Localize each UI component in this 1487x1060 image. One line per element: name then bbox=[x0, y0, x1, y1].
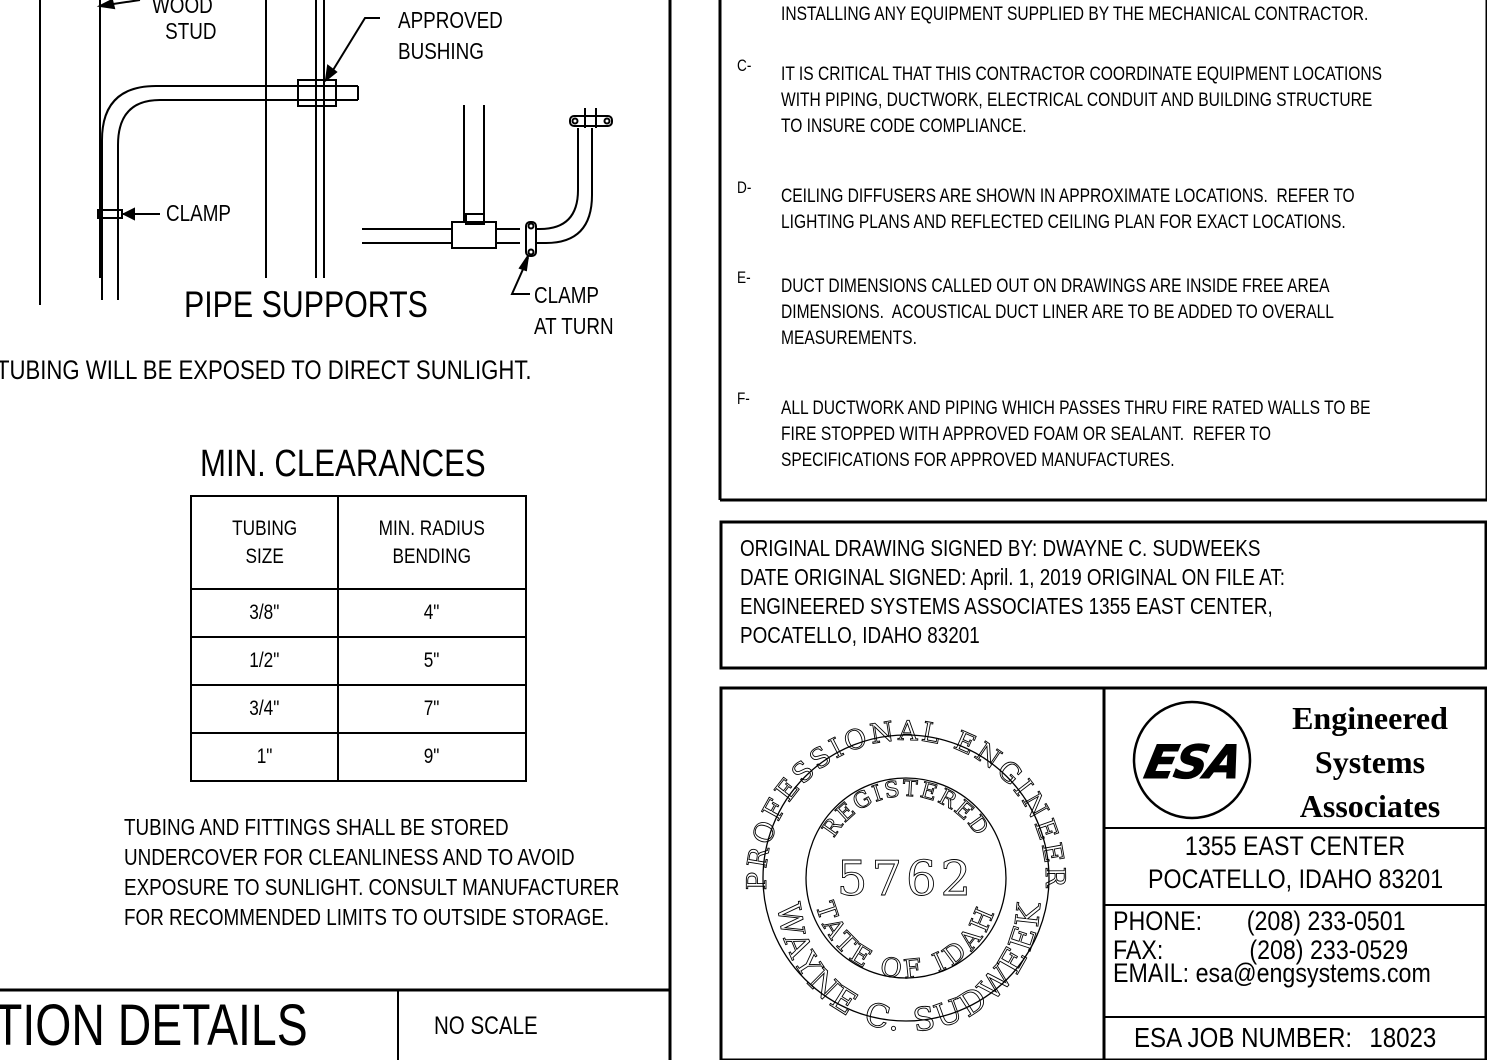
signature-line3: ENGINEERED SYSTEMS ASSOCIATES 1355 EAST … bbox=[740, 593, 1273, 619]
signature-line4: POCATELLO, IDAHO 83201 bbox=[740, 622, 980, 648]
phone-number: (208) 233-0501 bbox=[1246, 906, 1406, 936]
scale-label: NO SCALE bbox=[434, 1012, 538, 1040]
note-d-text: CEILING DIFFUSERS ARE SHOWN IN APPROXIMA… bbox=[781, 186, 1355, 233]
firm-name: Engineered Systems Associates bbox=[1266, 696, 1474, 828]
firm-name-line1: Engineered bbox=[1292, 700, 1448, 736]
note-c-letter: C- bbox=[737, 56, 752, 75]
clamp-turn-line1: CLAMP bbox=[534, 282, 599, 308]
approved-bushing-label: APPROVED BUSHING bbox=[398, 5, 503, 67]
clamp-label: CLAMP bbox=[166, 200, 231, 226]
clamp-turn-line2: AT TURN bbox=[534, 313, 614, 339]
table-row: 3/4" 7" bbox=[190, 684, 527, 734]
cell-radius: 5" bbox=[337, 636, 527, 686]
job-number-row: ESA JOB NUMBER: 18023 bbox=[1134, 1022, 1436, 1054]
note-e-letter: E- bbox=[737, 268, 751, 287]
note-f-letter: F- bbox=[737, 389, 750, 408]
table-row: 1/2" 5" bbox=[190, 636, 527, 686]
wood-stud-label: WOOD STUD bbox=[152, 0, 216, 44]
signature-line2: DATE ORIGINAL SIGNED: April. 1, 2019 ORI… bbox=[740, 564, 1286, 590]
storage-note-line1: TUBING AND FITTINGS SHALL BE STORED bbox=[124, 814, 509, 840]
signature-line1: ORIGINAL DRAWING SIGNED BY: DWAYNE C. SU… bbox=[740, 535, 1261, 561]
approved-line1: APPROVED bbox=[398, 7, 503, 33]
firm-address-line1: 1355 EAST CENTER bbox=[1185, 831, 1406, 861]
note-d-letter: D- bbox=[737, 178, 752, 197]
clamp-at-turn-label: CLAMP AT TURN bbox=[534, 280, 614, 342]
email-address[interactable]: esa@engsystems.com bbox=[1195, 958, 1431, 988]
storage-note-line2: UNDERCOVER FOR CLEANLINESS AND TO AVOID bbox=[124, 844, 575, 870]
phone-label: PHONE: bbox=[1113, 906, 1203, 936]
signature-box: ORIGINAL DRAWING SIGNED BY: DWAYNE C. SU… bbox=[740, 534, 1285, 650]
svg-text:REGISTERED: REGISTERED bbox=[818, 777, 994, 842]
wood-stud-line1: WOOD bbox=[152, 0, 213, 18]
cell-radius: 4" bbox=[337, 588, 527, 638]
detail-sheet-title: TION DETAILS bbox=[0, 993, 308, 1058]
cell-size: 3/8" bbox=[190, 588, 339, 638]
cell-size: 1/2" bbox=[190, 636, 339, 686]
firm-name-line2: Systems bbox=[1314, 744, 1426, 780]
firm-address: 1355 EAST CENTER POCATELLO, IDAHO 83201 bbox=[1104, 830, 1487, 896]
note-e-text: DUCT DIMENSIONS CALLED OUT ON DRAWINGS A… bbox=[781, 276, 1334, 349]
note-c-text: IT IS CRITICAL THAT THIS CONTRACTOR COOR… bbox=[781, 64, 1383, 137]
fax-label: FAX: bbox=[1113, 935, 1164, 965]
job-number-label: ESA JOB NUMBER: bbox=[1134, 1022, 1353, 1053]
firm-name-line3: Associates bbox=[1299, 788, 1441, 824]
storage-note: TUBING AND FITTINGS SHALL BE STORED UNDE… bbox=[124, 812, 619, 932]
wood-stud-line2: STUD bbox=[165, 18, 217, 44]
cell-size: 3/4" bbox=[190, 684, 339, 734]
firm-contact: PHONE:(208) 233-0501 FAX:(208) 233-0529 … bbox=[1113, 907, 1431, 988]
firm-address-line2: POCATELLO, IDAHO 83201 bbox=[1147, 864, 1444, 894]
cell-radius: 9" bbox=[337, 732, 527, 782]
esa-logo-mark: ESA bbox=[1140, 735, 1245, 788]
job-number-value: 18023 bbox=[1369, 1022, 1437, 1053]
clearances-title: MIN. CLEARANCES bbox=[200, 443, 486, 485]
email-label: EMAIL: bbox=[1113, 958, 1190, 988]
pipe-supports-title: PIPE SUPPORTS bbox=[184, 284, 428, 325]
storage-note-line4: FOR RECOMMENDED LIMITS TO OUTSIDE STORAG… bbox=[124, 904, 610, 930]
storage-note-line3: EXPOSURE TO SUNLIGHT. CONSULT MANUFACTUR… bbox=[124, 874, 620, 900]
seal-number: 5762 bbox=[837, 851, 975, 907]
table-row: 1" 9" bbox=[190, 732, 527, 782]
note-b-tail: INSTALLING ANY EQUIPMENT SUPPLIED BY THE… bbox=[781, 4, 1369, 25]
cell-radius: 7" bbox=[337, 684, 527, 734]
fax-number: (208) 233-0529 bbox=[1249, 935, 1409, 965]
approved-line2: BUSHING bbox=[398, 38, 484, 64]
seal-registered-text: REGISTERED bbox=[818, 776, 993, 842]
note-f-text: ALL DUCTWORK AND PIPING WHICH PASSES THR… bbox=[781, 398, 1371, 471]
table-row: 3/8" 4" bbox=[190, 588, 527, 638]
cell-size: 1" bbox=[190, 732, 339, 782]
sunlight-note: TUBING WILL BE EXPOSED TO DIRECT SUNLIGH… bbox=[0, 355, 532, 385]
